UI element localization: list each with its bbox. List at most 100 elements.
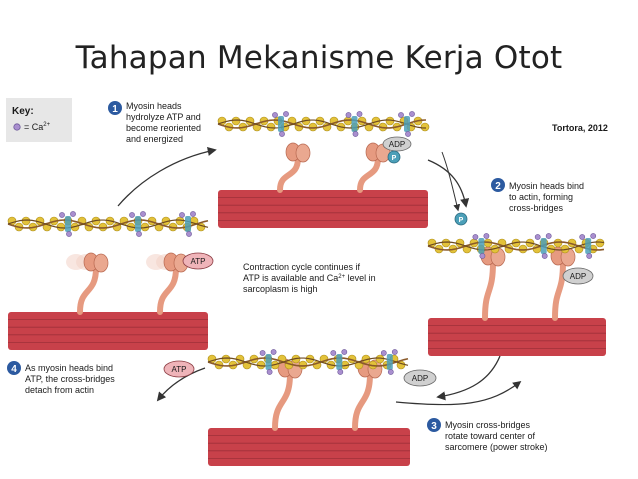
actin-bead <box>420 122 430 132</box>
calcium-ion <box>479 253 486 259</box>
thick-filament <box>8 312 208 350</box>
atp-tag-bottom: ATP <box>163 360 195 378</box>
calcium-ion <box>266 369 273 375</box>
troponin <box>386 354 393 370</box>
calcium-ion <box>345 112 352 118</box>
adp-label-released: ADP <box>412 374 428 383</box>
calcium-ion <box>190 211 196 217</box>
actin-bead <box>595 238 605 248</box>
calcium-ion <box>341 349 348 355</box>
troponin <box>65 216 71 232</box>
myosin-neck <box>77 265 99 315</box>
calcium-ion <box>579 234 586 240</box>
myosin-neck <box>277 155 301 193</box>
myosin-head <box>295 143 311 163</box>
tropomyosin-strand <box>427 241 605 251</box>
figure-credit: Tortora, 2012 <box>552 123 608 133</box>
actin-bead <box>21 216 31 226</box>
calcium-ion <box>330 350 337 356</box>
calcium-ion <box>398 112 404 118</box>
calcium-ion <box>337 369 344 375</box>
troponin <box>351 116 358 132</box>
troponin <box>265 354 272 370</box>
arrow-4-to-1 <box>117 146 217 207</box>
troponin <box>585 238 592 254</box>
adp-tag-released: ADP <box>403 369 437 387</box>
adp-tag-top: ADP <box>382 136 412 152</box>
troponin <box>185 216 191 232</box>
panel-cross-bridge <box>427 233 606 356</box>
adp-label-top: ADP <box>389 140 405 149</box>
cycle-arrows <box>117 146 522 406</box>
step-1-text: Myosin heads hydrolyze ATP and become re… <box>126 101 204 144</box>
calcium-ion <box>129 212 135 218</box>
panel-energized <box>217 111 430 228</box>
arrow-3-to-4 <box>156 367 206 402</box>
step-1-number: 1 <box>112 104 118 115</box>
adp-label-right: ADP <box>570 272 586 281</box>
step-3: 3 Myosin cross-bridges rotate toward cen… <box>427 418 548 452</box>
step-1: 1 Myosin heads hydrolyze ATP and become … <box>108 101 204 144</box>
calcium-ion <box>409 111 415 117</box>
step-4-number: 4 <box>11 364 17 375</box>
thick-filament <box>218 190 428 228</box>
slide-title: Tahapan Mekanisme Kerja Otot <box>75 40 563 76</box>
myosin-neck <box>482 259 496 321</box>
calcium-key-icon <box>13 123 21 131</box>
phosphate-label-top: P <box>392 155 397 162</box>
calcium-ion <box>259 350 266 356</box>
tropomyosin-strand <box>7 219 209 229</box>
calcium-ion <box>545 233 552 239</box>
center-note: Contraction cycle continues if ATP is av… <box>243 262 378 294</box>
calcium-ion <box>186 231 192 237</box>
key-box: Key: = Ca2+ <box>6 98 72 142</box>
calcium-ion <box>483 233 490 239</box>
troponin <box>404 116 410 132</box>
adp-tag-right: ADP <box>562 267 594 285</box>
calcium-ion <box>391 349 398 355</box>
actin-bead <box>441 238 451 248</box>
tropomyosin-strand <box>427 241 605 251</box>
atp-label-bottom: ATP <box>172 365 187 374</box>
thick-filament <box>428 318 606 356</box>
step-2-text: Myosin heads bind to actin, forming cros… <box>509 181 587 213</box>
tropomyosin-strand <box>217 119 427 129</box>
step-2-number: 2 <box>495 181 501 192</box>
calcium-ion <box>272 112 278 118</box>
thick-filament <box>208 428 410 466</box>
calcium-ion <box>590 233 597 239</box>
step-3-text: Myosin cross-bridges rotate toward cente… <box>445 420 548 452</box>
calcium-ion <box>405 131 411 137</box>
svg-text:= Ca2+: = Ca2+ <box>24 122 51 132</box>
calcium-ion <box>136 231 142 237</box>
myosin-neck <box>352 371 373 431</box>
panel-detached <box>7 211 209 350</box>
calcium-ion <box>70 211 76 217</box>
calcium-ion <box>472 234 479 240</box>
arrow-2-to-3 <box>436 355 501 401</box>
step-4-text: As myosin heads bind ATP, the cross-brid… <box>25 363 117 395</box>
calcium-ion <box>387 369 394 375</box>
myosin-neck <box>272 371 293 431</box>
key-title: Key: <box>12 106 34 117</box>
atp-tag-left: ATP <box>182 252 214 270</box>
troponin <box>135 216 141 232</box>
calcium-ion <box>534 234 541 240</box>
step-2: 2 Myosin heads bind to actin, forming cr… <box>491 178 587 213</box>
key-ca-label: = Ca <box>24 122 43 132</box>
calcium-ion <box>140 211 146 217</box>
calcium-ion <box>356 111 363 117</box>
calcium-ion <box>586 253 593 259</box>
tropomyosin-strand <box>7 219 209 229</box>
actin-bead <box>221 354 231 364</box>
phosphate-top: P <box>387 150 401 164</box>
actin-bead <box>231 116 241 126</box>
key-ca-sup: 2+ <box>43 122 50 128</box>
step-4: 4 As myosin heads bind ATP, the cross-br… <box>7 361 117 395</box>
troponin <box>478 238 485 254</box>
calcium-ion <box>352 131 359 137</box>
tropomyosin-strand <box>217 119 427 129</box>
myosin-head <box>93 253 109 273</box>
arrow-phosphate <box>441 151 461 212</box>
